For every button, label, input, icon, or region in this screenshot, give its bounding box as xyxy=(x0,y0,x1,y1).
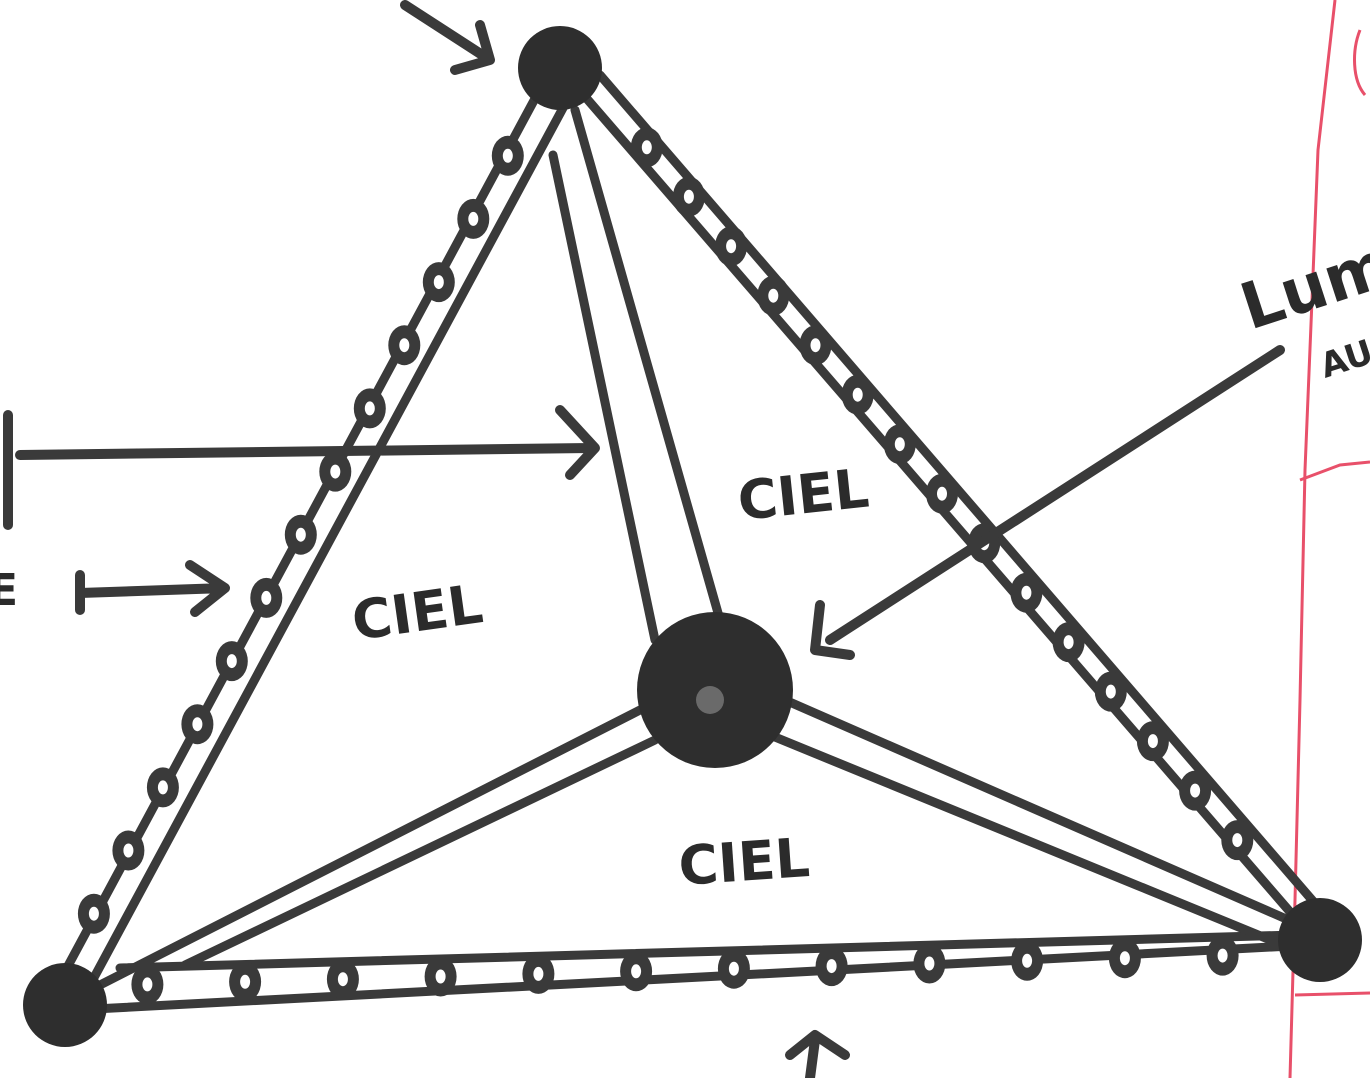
edge-bead-hole xyxy=(227,654,237,668)
edge-bead-hole xyxy=(729,962,739,976)
edge-bead-hole xyxy=(1120,951,1130,965)
side-label-fragment-2: AU xyxy=(1315,332,1370,386)
top-pointer-arrow xyxy=(405,5,490,70)
edge-bead-hole xyxy=(642,140,652,154)
edge-bead-hole xyxy=(158,780,168,794)
edge-bead-hole xyxy=(684,190,694,204)
bottom-pointer-arrow xyxy=(790,1035,845,1078)
edge-bead-hole xyxy=(123,844,133,858)
edge-bead-hole xyxy=(924,957,934,971)
edge-bead-hole xyxy=(1232,833,1242,847)
right-vertex-node xyxy=(1278,898,1362,982)
left-edge-glyph: E xyxy=(0,565,18,616)
edge-bead-hole xyxy=(631,964,641,978)
edge-bead-hole xyxy=(1218,949,1228,963)
edge-bead-hole xyxy=(365,401,375,415)
edge-bead-hole xyxy=(240,975,250,989)
face-label-right: CIEL xyxy=(735,457,872,533)
center-pointer-arrow xyxy=(815,350,1280,655)
edge-bead-hole xyxy=(937,487,947,501)
edge-bead-hole xyxy=(468,212,478,226)
edge-bead-hole xyxy=(1190,784,1200,798)
edge-bead-hole xyxy=(399,338,409,352)
edge-bead-hole xyxy=(726,239,736,253)
edge-beads xyxy=(78,127,1253,1004)
edge-bead-hole xyxy=(1148,734,1158,748)
edge-bead-hole xyxy=(1021,586,1031,600)
face-label-left: CIEL xyxy=(348,572,487,653)
edge-bead-hole xyxy=(827,959,837,973)
face-label-bottom: CIEL xyxy=(677,826,812,898)
edge-bead-hole xyxy=(503,149,513,163)
edge-bead-hole xyxy=(192,717,202,731)
edge-bead-hole xyxy=(1064,635,1074,649)
edge-bead-hole xyxy=(533,967,543,981)
edge-bead-hole xyxy=(1106,685,1116,699)
small-left-arrow xyxy=(80,565,225,612)
edge-bead-hole xyxy=(338,972,348,986)
edge-bead-hole xyxy=(1022,954,1032,968)
edge-bead-hole xyxy=(261,591,271,605)
edge-bead-hole xyxy=(853,388,863,402)
edge-bead-hole xyxy=(89,907,99,921)
top-vertex-node xyxy=(518,26,602,110)
edge-bead-hole xyxy=(142,977,152,991)
side-label-fragment: Lum xyxy=(1232,228,1370,346)
edge-bead-hole xyxy=(768,289,778,303)
edge-bead-hole xyxy=(811,338,821,352)
edge-bead-hole xyxy=(436,970,446,984)
edge-bead-hole xyxy=(434,275,444,289)
edge-bead-hole xyxy=(330,465,340,479)
edge-bead-hole xyxy=(895,437,905,451)
edge-bead-hole xyxy=(296,528,306,542)
left-vertex-node xyxy=(23,963,107,1047)
horizontal-arrow xyxy=(20,410,595,475)
